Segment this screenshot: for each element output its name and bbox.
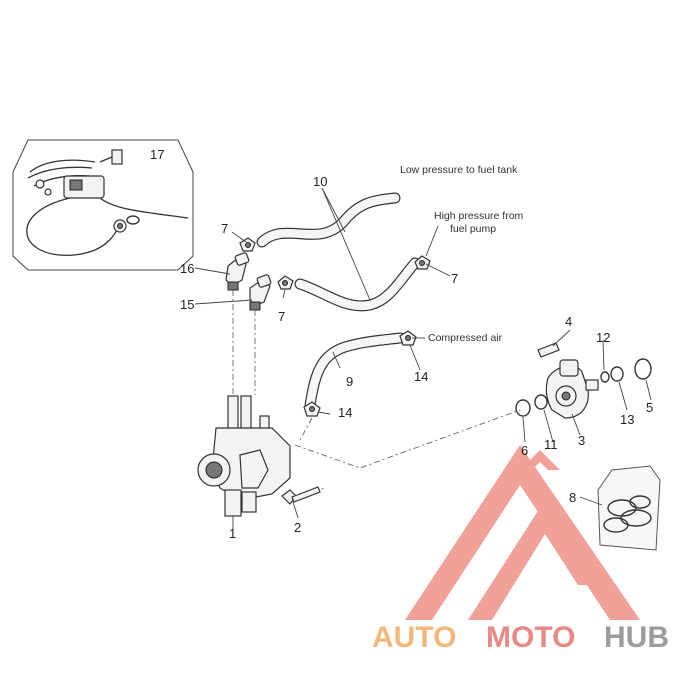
wiring-harness-kit: [12, 139, 194, 271]
hose-low-pressure: [256, 192, 401, 248]
watermark-text-auto: AUTO: [372, 621, 456, 654]
watermark-text-moto: MOTO: [486, 621, 575, 654]
part-number-3: 3: [578, 433, 585, 448]
pump-assembly: [545, 359, 599, 419]
o-ring-small: [534, 394, 548, 410]
part-number-8: 8: [569, 490, 576, 505]
watermark-logo: [405, 445, 640, 620]
part-number-17: 17: [150, 147, 164, 162]
part-number-12: 12: [596, 330, 610, 345]
part-number-1: 1: [229, 526, 236, 541]
hose-clamp-14-top: [399, 330, 417, 346]
hose-clamp-7-top: [239, 237, 256, 252]
part-number-2: 2: [294, 520, 301, 535]
part-number-7-right: 7: [451, 271, 458, 286]
part-number-13: 13: [620, 412, 634, 427]
hose-clamp-7-middle: [277, 275, 294, 290]
washer-small: [600, 371, 610, 383]
annotation-compressed-air: Compressed air: [428, 332, 503, 344]
annotation-low-pressure: Low pressure to fuel tank: [400, 164, 518, 176]
elbow-fitting-16: [225, 252, 250, 291]
part-number-16: 16: [180, 261, 194, 276]
part-number-6: 6: [521, 443, 528, 458]
part-number-7-top: 7: [221, 221, 228, 236]
hose-compressed-air: [304, 332, 406, 411]
o-ring-cap: [634, 358, 652, 380]
hose-clamp-7-right: [414, 255, 431, 270]
watermark-text-hub: HUB: [604, 621, 669, 654]
connector-clip: [537, 342, 560, 358]
part-number-10: 10: [313, 174, 327, 189]
bolt: [281, 486, 321, 505]
hose-clamp-14-bottom: [303, 401, 321, 417]
part-number-15: 15: [180, 297, 194, 312]
gasket-kit-bag: [597, 465, 661, 551]
part-number-14-top: 14: [414, 369, 428, 384]
hose-high-pressure: [294, 257, 421, 312]
o-ring-large: [515, 399, 531, 417]
valve-body-assembly: [197, 395, 291, 517]
part-number-9: 9: [346, 374, 353, 389]
part-number-14-bottom: 14: [338, 405, 352, 420]
annotation-high-pressure-line1: High pressure from: [434, 210, 524, 222]
part-number-11: 11: [544, 437, 558, 452]
elbow-fitting-15: [249, 274, 272, 311]
washer-medium: [610, 366, 624, 382]
part-number-5: 5: [646, 400, 653, 415]
annotation-high-pressure-line2: fuel pump: [450, 223, 496, 235]
part-number-7-middle: 7: [278, 309, 285, 324]
part-number-4: 4: [565, 314, 572, 329]
